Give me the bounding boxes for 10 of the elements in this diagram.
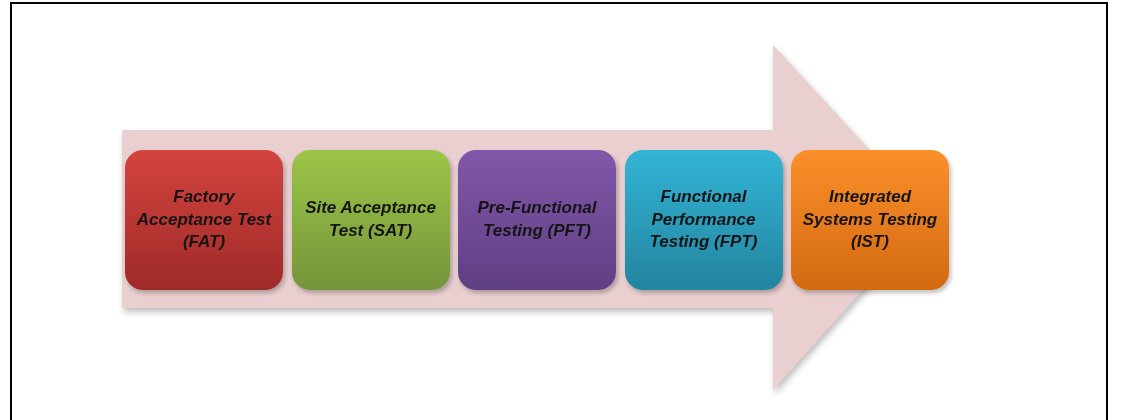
process-box bbox=[125, 150, 283, 290]
process-box bbox=[458, 150, 616, 290]
step-label: Site Acceptance Test (SAT) bbox=[304, 197, 437, 242]
step-label: Functional Performance Testing (FPT) bbox=[648, 185, 759, 254]
step-label: Factory Acceptance Test (FAT) bbox=[135, 185, 273, 254]
step-label: Pre-Functional Testing (PFT) bbox=[476, 197, 598, 242]
process-box bbox=[624, 150, 783, 290]
process-box bbox=[791, 150, 949, 290]
step-label: Integrated Systems Testing (IST) bbox=[801, 185, 939, 254]
process-box bbox=[291, 150, 450, 290]
